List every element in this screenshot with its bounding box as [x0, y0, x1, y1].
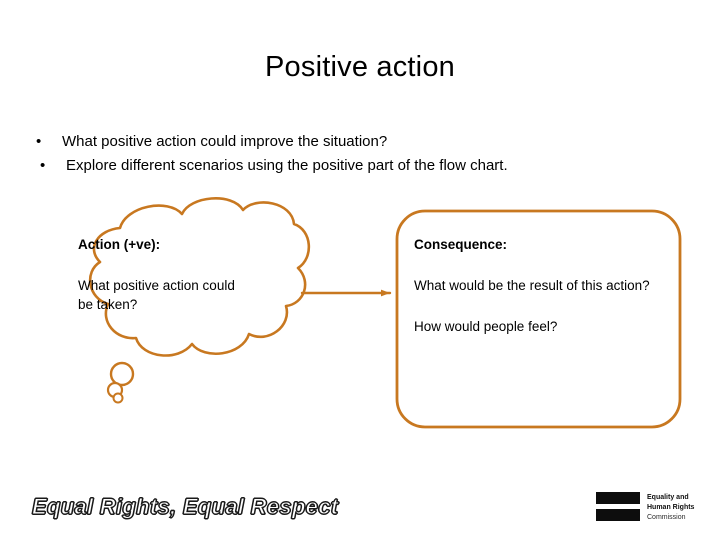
- page-title: Positive action: [265, 51, 455, 83]
- list-item: • What positive action could improve the…: [36, 130, 696, 154]
- ehrc-logo: Equality and Human Rights Commission: [596, 492, 694, 523]
- thought-bubble-content: Action (+ve): What positive action could…: [78, 236, 250, 314]
- bullet-marker-icon: •: [36, 133, 42, 150]
- consequence-heading: Consequence:: [414, 237, 508, 252]
- list-item: • Explore different scenarios using the …: [36, 154, 696, 178]
- footer-slogan: Equal Rights, Equal Respect: [31, 493, 339, 519]
- action-heading: Action (+ve):: [78, 237, 161, 252]
- connector-arrow-icon: [300, 289, 392, 297]
- consequence-question-2: How would people feel?: [414, 318, 558, 334]
- consequence-box-content: Consequence: What would be the result of…: [414, 236, 650, 336]
- bullet-list: • What positive action could improve the…: [36, 130, 696, 179]
- action-question: What positive action could be taken?: [78, 277, 235, 312]
- bullet-marker-icon: •: [40, 157, 46, 175]
- list-item-label: What positive action could improve the s…: [62, 133, 388, 150]
- logo-bar-bottom: [596, 509, 640, 521]
- logo-bar-top: [596, 492, 640, 504]
- consequence-question-1: What would be the result of this action?: [414, 277, 650, 293]
- logo-line-3: Commission: [647, 513, 686, 521]
- thought-bubble-tail-icon: [106, 361, 135, 404]
- logo-line-2: Human Rights: [647, 503, 695, 511]
- ehrc-logo-text: Equality and Human Rights Commission: [647, 492, 694, 523]
- logo-line-1: Equality and: [647, 494, 689, 501]
- ehrc-logo-mark-icon: [596, 492, 640, 521]
- list-item-label: Explore different scenarios using the po…: [66, 157, 508, 175]
